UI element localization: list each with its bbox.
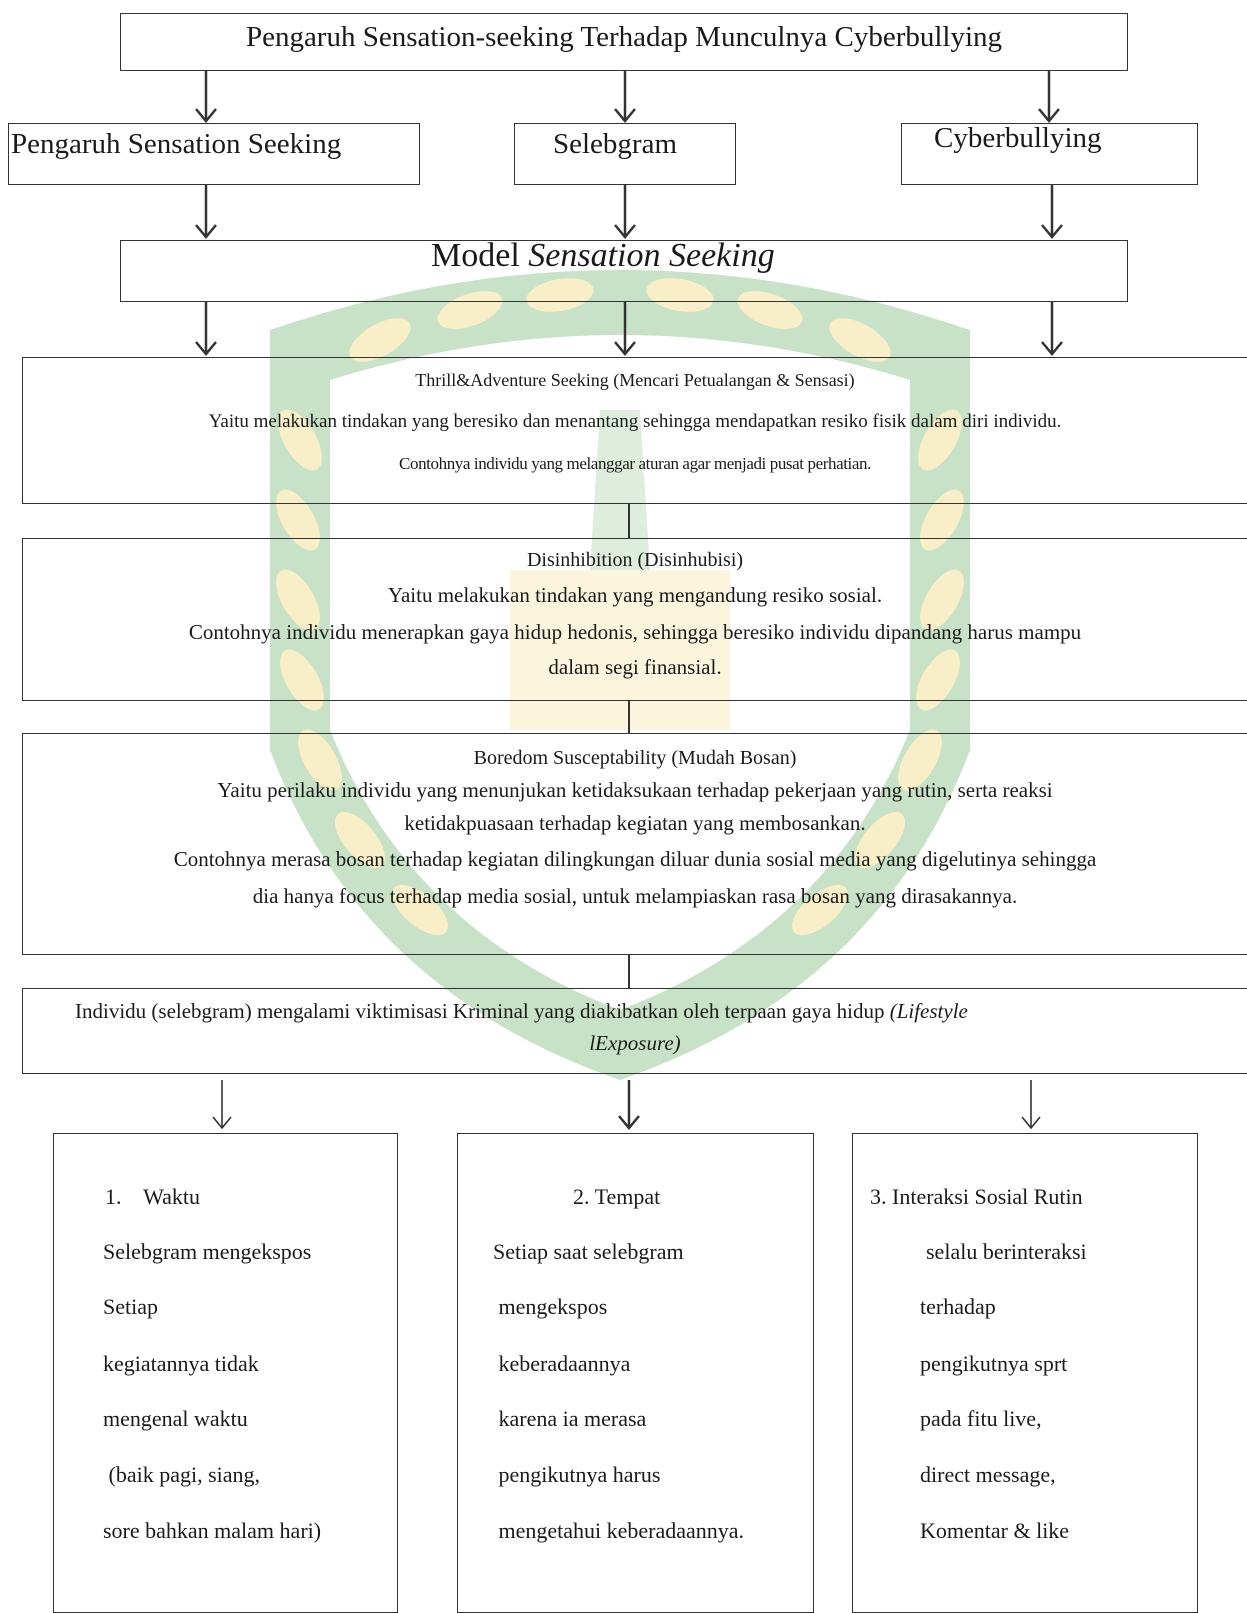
seal-book-shape — [510, 570, 730, 730]
thrill-line2: Contohnya individu yang melanggar aturan… — [399, 454, 871, 473]
disinhibition-line3: dalam segi finansial. — [548, 655, 722, 679]
waktu-line-7: sore bahkan malam hari) — [103, 1518, 322, 1543]
arrow-victim-col3 — [1021, 1080, 1041, 1130]
seal-shield-outline — [270, 270, 970, 1080]
interaksi-line-5: pada fitu live, — [920, 1406, 1042, 1431]
boredom-line4: dia hanya focus terhadap media sosial, u… — [252, 884, 1018, 908]
victim-italic-2: lExposure) — [589, 1031, 681, 1055]
sensation-seeking-label: Pengaruh Sensation Seeking — [11, 128, 342, 160]
sensation-seeking-box: Pengaruh Sensation Seeking — [8, 123, 420, 185]
waktu-line-3: Setiap — [103, 1294, 158, 1319]
waktu-line-4: kegiatannya tidak — [103, 1351, 259, 1376]
selebgram-label: Selebgram — [553, 128, 678, 160]
arrow-right-model — [1041, 185, 1063, 239]
boredom-line1: Yaitu perilaku individu yang menunjukan … — [217, 778, 1053, 802]
tempat-line-3: mengekspos — [493, 1294, 608, 1319]
arrow-title-right — [1038, 71, 1060, 123]
arrow-model-left — [195, 302, 217, 356]
interaksi-line-6: direct message, — [920, 1462, 1056, 1487]
victim-italic-1: (Lifestyle — [889, 999, 968, 1023]
arrow-victim-col1 — [212, 1080, 232, 1130]
thrill-box: Thrill&Adventure Seeking (Mencari Petual… — [22, 357, 1247, 504]
thrill-heading: Thrill&Adventure Seeking (Mencari Petual… — [415, 370, 855, 390]
interaksi-line-3: terhadap — [920, 1294, 996, 1319]
arrow-title-middle — [614, 71, 636, 123]
selebgram-box: Selebgram — [514, 123, 736, 185]
victim-text: Individu (selebgram) mengalami viktimisa… — [75, 999, 890, 1023]
seal-rope-border — [276, 278, 964, 936]
waktu-line-1: 1. Waktu — [105, 1184, 200, 1209]
arrow-middle-model — [614, 185, 636, 239]
seal-tower-shape — [590, 410, 650, 570]
tempat-line-1: 2. Tempat — [573, 1184, 661, 1209]
connector-boredom-victim — [628, 955, 630, 988]
cyberbullying-box: Cyberbullying — [901, 122, 1198, 185]
model-box: Model Sensation Seeking — [120, 237, 1128, 302]
tempat-line-7: mengetahui keberadaannya. — [493, 1518, 745, 1543]
disinhibition-heading: Disinhibition (Disinhubisi) — [526, 549, 744, 571]
title-box: Pengaruh Sensation-seeking Terhadap Munc… — [120, 13, 1128, 71]
boredom-line3: Contohnya merasa bosan terhadap kegiatan… — [173, 847, 1097, 871]
waktu-line-6: (baik pagi, siang, — [103, 1462, 261, 1487]
model-prefix: Model — [431, 237, 529, 274]
disinhibition-line2: Contohnya individu menerapkan gaya hidup… — [188, 620, 1082, 644]
interaksi-line-7: Komentar & like — [920, 1518, 1070, 1543]
boredom-line2: ketidakpuasaan terhadap kegiatan yang me… — [404, 811, 866, 835]
waktu-line-5: mengenal waktu — [103, 1406, 248, 1431]
model-title: Model Sensation Seeking — [431, 237, 775, 275]
boredom-heading: Boredom Susceptability (Mudah Bosan) — [473, 747, 797, 769]
arrow-victim-col2 — [618, 1080, 640, 1130]
arrow-model-middle — [614, 302, 636, 356]
victim-box: Individu (selebgram) mengalami viktimisa… — [22, 988, 1247, 1074]
tempat-line-2: Setiap saat selebgram — [493, 1239, 684, 1264]
tempat-line-6: pengikutnya harus — [493, 1462, 661, 1487]
connector-disinhibition-boredom — [628, 701, 630, 733]
boredom-box: Boredom Susceptability (Mudah Bosan) Yai… — [22, 733, 1247, 955]
connector-thrill-disinhibition — [628, 504, 630, 538]
model-italic: Sensation Seeking — [528, 237, 775, 274]
arrow-model-right — [1041, 302, 1063, 356]
victim-line2: lExposure) — [23, 1031, 1247, 1056]
arrow-title-left — [195, 71, 217, 123]
waktu-line-2: Selebgram mengekspos — [103, 1239, 312, 1264]
victim-line1: Individu (selebgram) mengalami viktimisa… — [75, 999, 968, 1024]
thrill-line1: Yaitu melakukan tindakan yang beresiko d… — [208, 411, 1062, 432]
interaksi-line-1: 3. Interaksi Sosial Rutin — [870, 1184, 1083, 1209]
disinhibition-box: Disinhibition (Disinhubisi) Yaitu melaku… — [22, 538, 1247, 701]
interaksi-line-2: selalu berinteraksi — [926, 1239, 1087, 1264]
interaksi-line-4: pengikutnya sprt — [920, 1351, 1068, 1376]
cyberbullying-label: Cyberbullying — [934, 122, 1102, 154]
title-text: Pengaruh Sensation-seeking Terhadap Munc… — [245, 21, 1003, 53]
tempat-line-4: keberadaannya — [493, 1351, 631, 1376]
arrow-left-model — [195, 185, 217, 239]
tempat-line-5: karena ia merasa — [493, 1406, 647, 1431]
disinhibition-line1: Yaitu melakukan tindakan yang mengandung… — [387, 583, 883, 607]
